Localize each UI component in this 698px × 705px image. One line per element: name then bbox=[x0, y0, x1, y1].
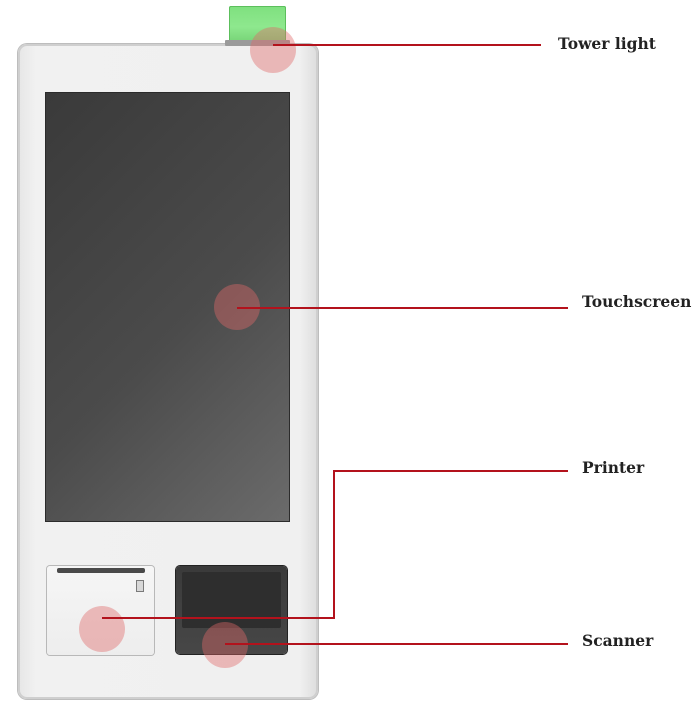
printer-paper-slot bbox=[57, 568, 145, 573]
printer-leader-line-bottom bbox=[102, 617, 335, 619]
printer-button bbox=[137, 581, 143, 591]
touchscreen-label: Touchscreen bbox=[582, 292, 692, 311]
tower-light-label: Tower light bbox=[558, 34, 656, 53]
scanner-leader-line bbox=[225, 643, 568, 645]
tower-light-hotspot bbox=[250, 27, 296, 73]
scanner-window bbox=[182, 572, 281, 628]
tower-light bbox=[229, 6, 286, 44]
printer-leader-line-vertical bbox=[333, 470, 335, 618]
tower-light-leader-line bbox=[273, 44, 541, 46]
printer-label: Printer bbox=[582, 458, 645, 477]
tower-light-base bbox=[225, 40, 290, 46]
printer-leader-line-top bbox=[333, 470, 568, 472]
printer-module bbox=[47, 566, 154, 655]
scanner-hotspot bbox=[202, 622, 248, 668]
printer-hotspot bbox=[79, 606, 125, 652]
scanner-label: Scanner bbox=[582, 631, 654, 650]
touchscreen-leader-line bbox=[237, 307, 568, 309]
